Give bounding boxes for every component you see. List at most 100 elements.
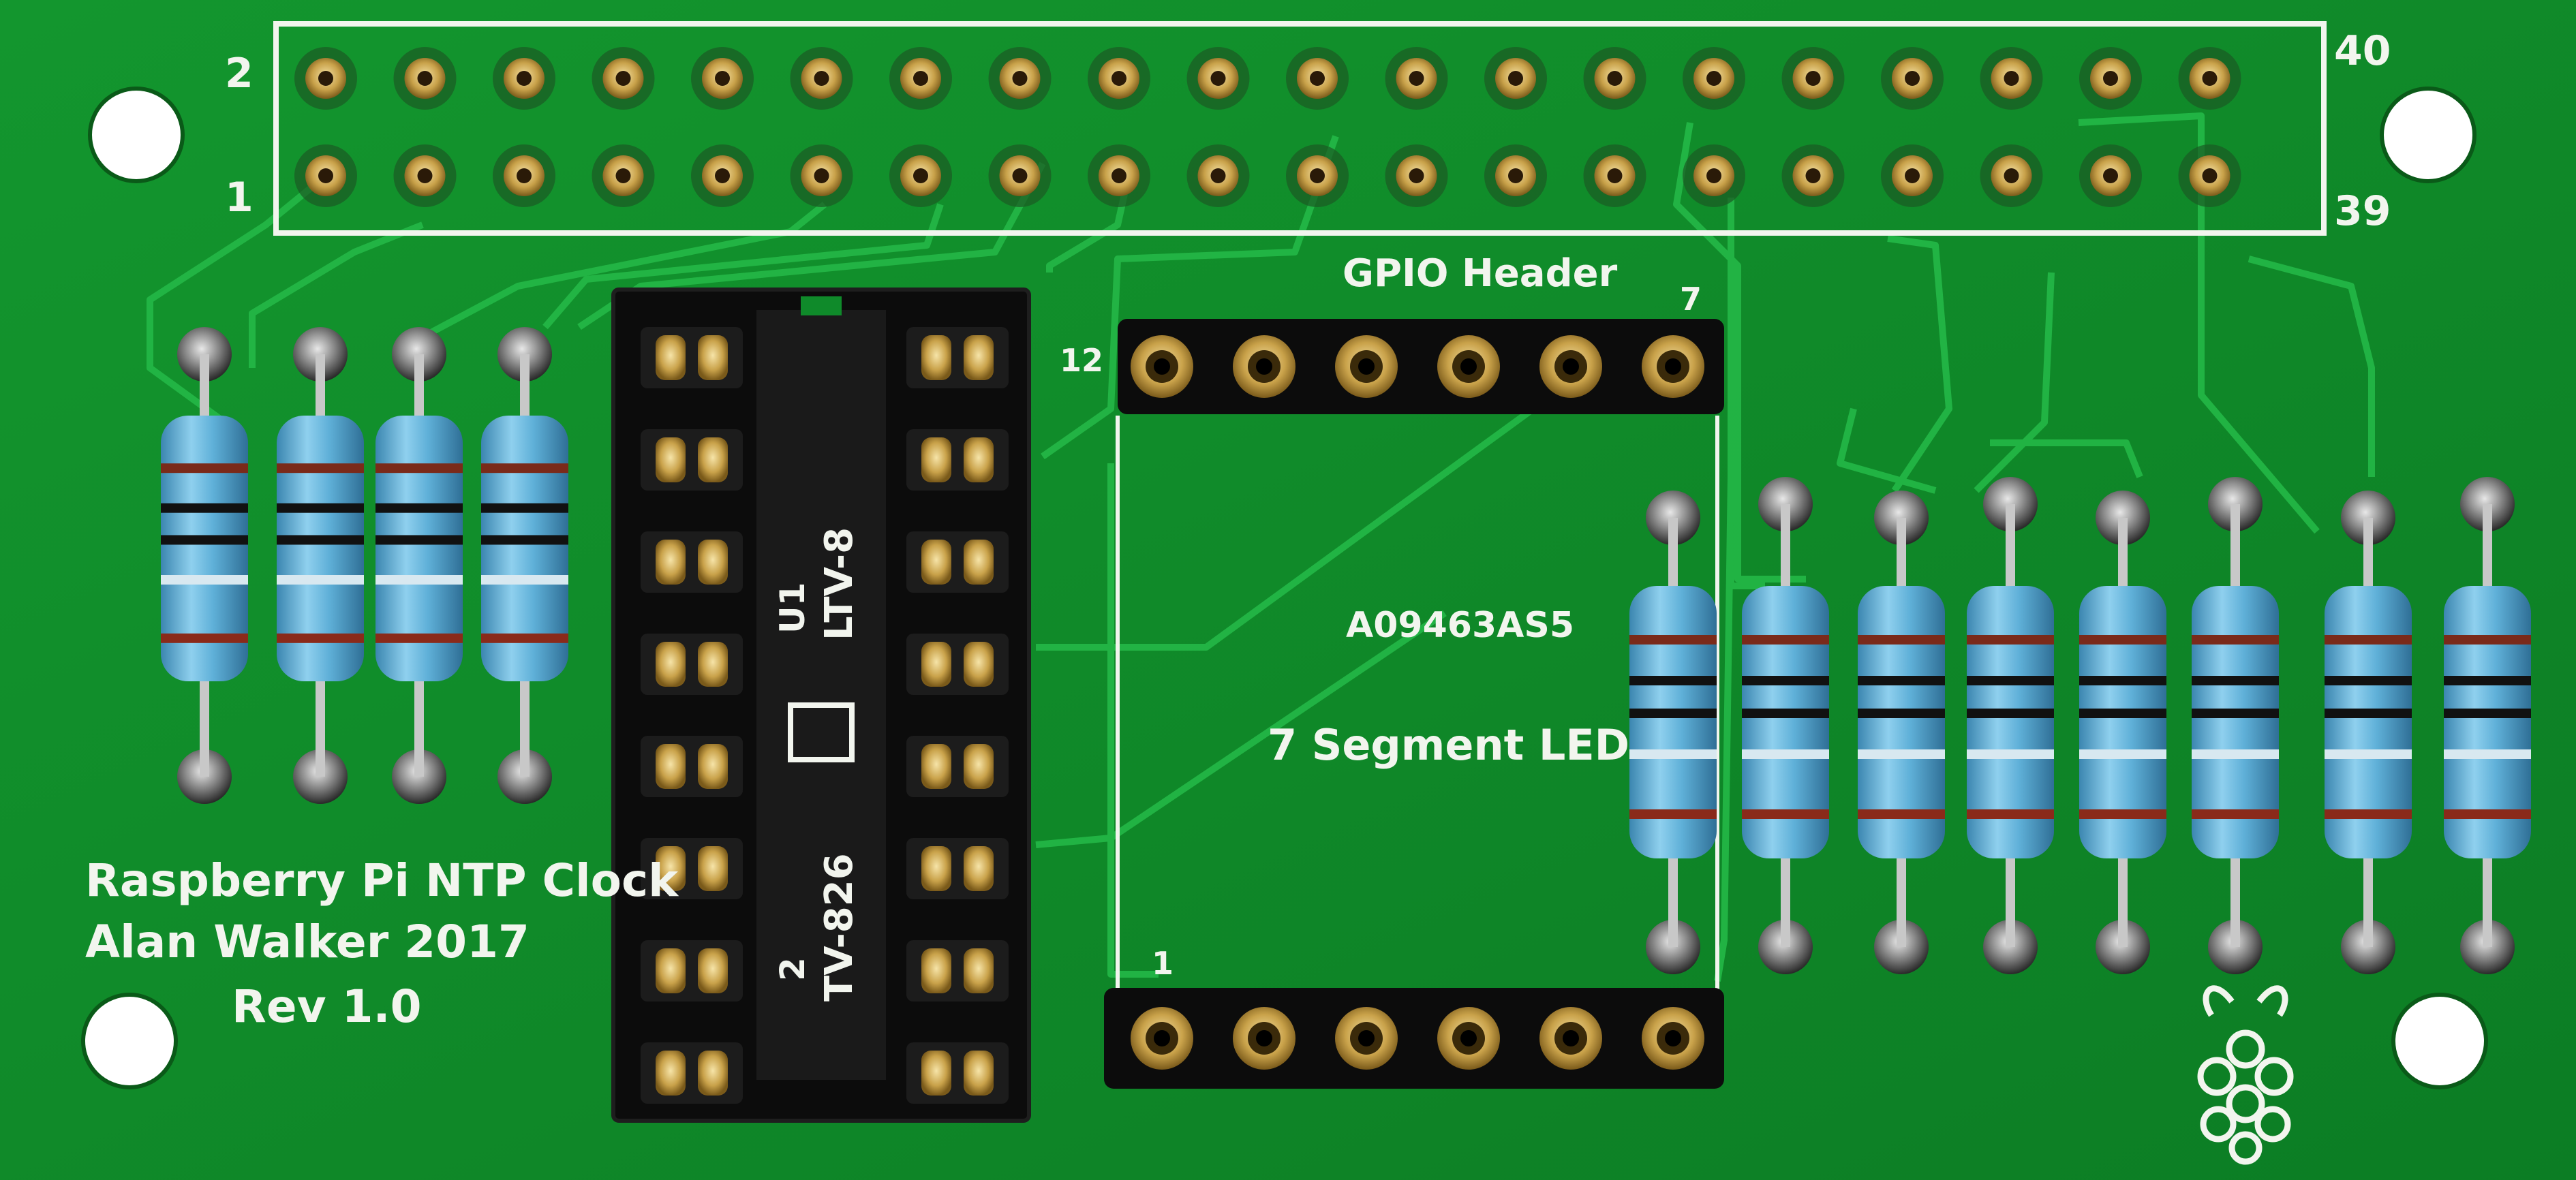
gpio-pin	[1980, 47, 2043, 110]
gpio-pin	[691, 144, 754, 207]
display-socket-pin	[1539, 1007, 1602, 1070]
display-socket-pin	[1642, 335, 1704, 398]
display-header-top	[1118, 319, 1724, 414]
ic-contact	[641, 531, 743, 593]
gpio-pin	[592, 47, 655, 110]
gpio-pin	[294, 144, 357, 207]
gpio-pin	[790, 144, 853, 207]
gpio-pin	[2079, 47, 2142, 110]
gpio-pin	[1781, 47, 1845, 110]
ic-contact	[641, 838, 743, 899]
mounting-hole-bottom-right	[2391, 993, 2488, 1089]
gpio-pin	[691, 47, 754, 110]
resistor	[1742, 477, 1829, 974]
gpio-pin	[1186, 47, 1250, 110]
gpio-pin	[1583, 47, 1646, 110]
ic-contact	[641, 1042, 743, 1104]
gpio-pin	[2178, 144, 2241, 207]
ic-pin-label-bottom: 2	[773, 957, 812, 981]
display-socket-pin	[1642, 1007, 1704, 1070]
gpio-pin-1-label: 1	[225, 174, 254, 221]
gpio-pin	[1683, 47, 1745, 110]
gpio-pin	[493, 144, 555, 207]
gpio-pin	[1088, 144, 1150, 207]
resistor-array	[161, 327, 2531, 974]
resistor	[1858, 491, 1945, 974]
ic-contact	[906, 429, 1009, 491]
gpio-pin	[1683, 144, 1745, 207]
gpio-pin	[592, 144, 655, 207]
ic-contact	[906, 327, 1009, 388]
display-socket-pin	[1233, 335, 1295, 398]
seven-segment-outline	[1116, 416, 1719, 1070]
gpio-pin	[1385, 47, 1448, 110]
board-author: Alan Walker 2017	[85, 916, 530, 968]
gpio-pin-39-label: 39	[2334, 187, 2391, 235]
gpio-header-label: GPIO Header	[1343, 251, 1618, 296]
gpio-pin-2-label: 2	[225, 50, 254, 97]
gpio-pin	[1186, 144, 1250, 207]
gpio-pin	[493, 47, 555, 110]
gpio-pin	[889, 47, 952, 110]
ic-contact	[906, 1042, 1009, 1104]
gpio-pin	[393, 144, 457, 207]
display-pin-1-label: 1	[1152, 945, 1174, 982]
resistor	[1629, 491, 1717, 974]
display-socket-pin	[1437, 1007, 1500, 1070]
display-header-bottom	[1104, 988, 1724, 1089]
gpio-pin	[1881, 47, 1944, 110]
mounting-hole-top-right	[2380, 87, 2477, 183]
resistor	[1967, 477, 2054, 974]
board-revision: Rev 1.0	[232, 980, 422, 1033]
resistor	[375, 327, 463, 804]
gpio-pin	[393, 47, 457, 110]
ic-socket-contacts	[641, 327, 1009, 1104]
display-socket-pin	[1233, 1007, 1295, 1070]
gpio-pin	[1286, 144, 1349, 207]
ic-socket: LTV-8 TV-826 U1 2	[611, 288, 1031, 1123]
gpio-pin	[1286, 47, 1349, 110]
display-socket-pin	[1335, 1007, 1398, 1070]
ic-contact	[906, 838, 1009, 899]
ic-pin-label-top: U1	[773, 583, 812, 634]
ic-label-top: LTV-8	[817, 527, 861, 640]
raspberry-pi-logo	[2197, 985, 2294, 1165]
ic-contact	[641, 327, 743, 388]
mounting-hole-top-left	[88, 87, 185, 183]
display-pin-12-label: 12	[1060, 342, 1103, 379]
gpio-pin	[1881, 144, 1944, 207]
copper-traces	[147, 112, 2375, 982]
display-pin-7-label: 7	[1680, 281, 1702, 317]
ic-contact	[641, 634, 743, 695]
resistor	[2325, 491, 2412, 974]
gpio-pin	[2178, 47, 2241, 110]
ic-label-bottom: TV-826	[817, 853, 861, 1002]
ic-contact	[906, 940, 1009, 1002]
gpio-pin	[988, 47, 1052, 110]
ic-contact	[641, 940, 743, 1002]
ic-contact	[906, 634, 1009, 695]
display-label: 7 Segment LED	[1268, 720, 1629, 770]
display-socket-pin	[1539, 335, 1602, 398]
resistor	[161, 327, 248, 804]
ic-contact	[906, 736, 1009, 797]
resistor	[277, 327, 364, 804]
ic-contact	[641, 736, 743, 797]
display-socket-pin	[1131, 335, 1193, 398]
gpio-pin	[1484, 144, 1547, 207]
gpio-pin	[1781, 144, 1845, 207]
gpio-pin	[988, 144, 1052, 207]
gpio-pin	[1088, 47, 1150, 110]
gpio-pin	[1980, 144, 2043, 207]
resistor	[2444, 477, 2531, 974]
gpio-pin	[889, 144, 952, 207]
gpio-pin	[1385, 144, 1448, 207]
mounting-hole-bottom-left	[81, 993, 178, 1089]
gpio-header-outline	[273, 21, 2327, 236]
gpio-pin	[2079, 144, 2142, 207]
display-socket-pin	[1131, 1007, 1193, 1070]
gpio-pin	[790, 47, 853, 110]
gpio-pin-grid	[294, 47, 2241, 207]
resistor	[2079, 491, 2166, 974]
